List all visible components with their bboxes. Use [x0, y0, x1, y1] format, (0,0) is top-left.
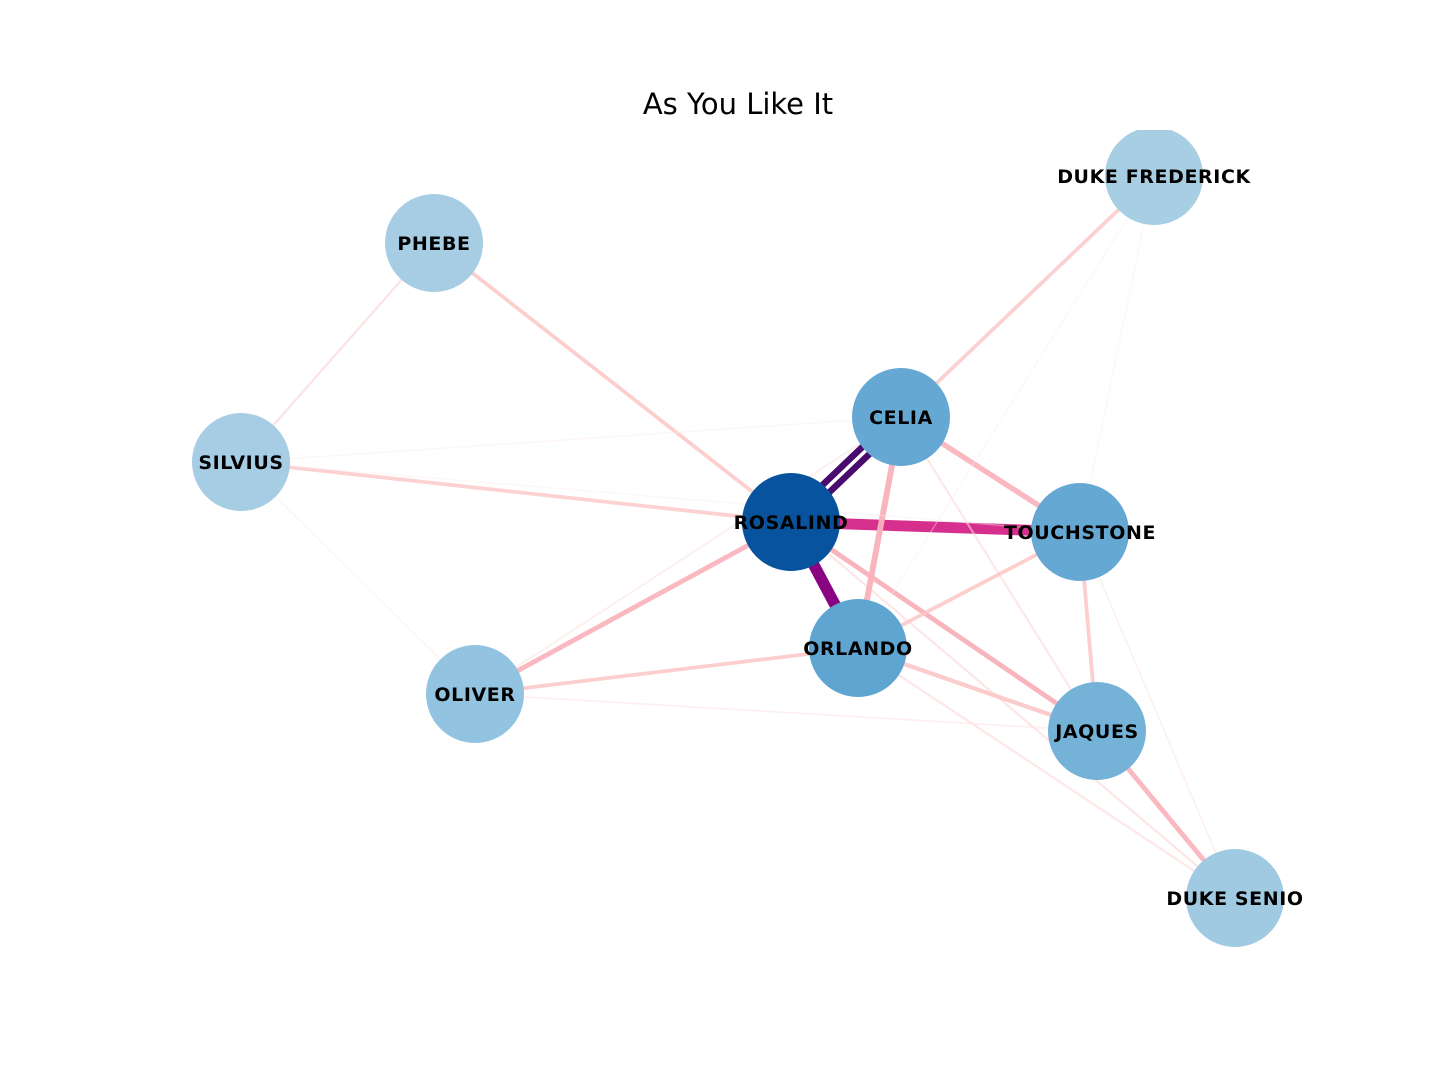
node-label-duke-senior: DUKE SENIO	[1166, 888, 1303, 910]
node-label-oliver: OLIVER	[434, 684, 515, 706]
node-circle	[1186, 849, 1284, 947]
edge-silvius-oliver	[240, 461, 476, 695]
node-label-rosalind: ROSALIND	[734, 512, 849, 534]
edge-rosalind-jaques	[789, 519, 1099, 734]
node-label-touchstone: TOUCHSTONE	[1004, 522, 1156, 544]
nodes-layer: ROSALIND CELIA TOUCHSTONE ORLANDO JAQUES OLIV…	[192, 130, 1303, 947]
node-label-duke-frederick: DUKE FREDERICK	[1057, 166, 1251, 188]
node-silvius	[192, 413, 290, 511]
node-label-orlando: ORLANDO	[803, 638, 913, 660]
node-label-celia: CELIA	[869, 407, 933, 429]
node-phebe	[385, 194, 483, 292]
node-circle	[1105, 130, 1203, 225]
node-jaques	[1048, 682, 1146, 780]
edge-rosalind-oliver	[473, 519, 793, 697]
node-circle	[852, 368, 950, 466]
node-label-phebe: PHEBE	[397, 233, 470, 255]
node-circle	[742, 473, 840, 571]
node-label-jaques: JAQUES	[1053, 721, 1139, 743]
node-circle	[192, 413, 290, 511]
node-circle	[809, 599, 907, 697]
node-circle	[385, 194, 483, 292]
node-celia	[852, 368, 950, 466]
edge-silvius-touchstone	[240, 461, 1081, 533]
chart-title: As You Like It	[643, 87, 833, 121]
node-rosalind	[742, 473, 840, 571]
node-circle	[426, 645, 524, 743]
edge-orlando-duke_senior	[857, 647, 1236, 899]
edge-celia-silvius	[240, 416, 902, 463]
edge-oliver-jaques	[474, 693, 1098, 732]
edge-rosalind-silvius	[240, 460, 792, 524]
node-oliver	[426, 645, 524, 743]
edge-celia-oliver	[474, 416, 902, 695]
edge-touchstone-duke_frederick	[1079, 175, 1155, 533]
edge-orlando-duke_frederick	[857, 175, 1155, 649]
node-touchstone	[1031, 483, 1129, 581]
node-duke-frederick	[1105, 130, 1203, 225]
node-label-silvius: SILVIUS	[198, 452, 283, 474]
node-orlando	[809, 599, 907, 697]
edge-rosalind-phebe	[432, 241, 793, 524]
edge-orlando-oliver	[474, 646, 859, 696]
edge-celia-duke_frederick	[899, 174, 1156, 419]
edge-rosalind-duke_senior	[790, 521, 1236, 899]
edge-touchstone-duke_senior	[1079, 531, 1236, 899]
node-duke-senior	[1186, 849, 1284, 947]
node-circle	[1031, 483, 1129, 581]
node-circle	[1048, 682, 1146, 780]
